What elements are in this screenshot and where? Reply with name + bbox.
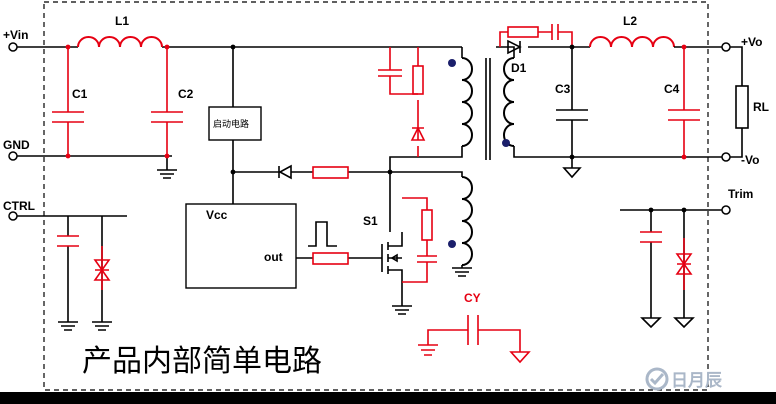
plus-vo-terminal bbox=[721, 42, 731, 52]
label-s1: S1 bbox=[363, 214, 378, 228]
transformer-core bbox=[485, 58, 491, 160]
startup-circuit-box bbox=[208, 106, 262, 141]
output-section bbox=[418, 24, 749, 364]
label-rl: RL bbox=[753, 100, 769, 114]
input-section bbox=[8, 36, 462, 331]
ground-symbol-cy bbox=[418, 344, 438, 356]
label-out: out bbox=[264, 250, 283, 264]
inductor-l1 bbox=[77, 36, 163, 48]
label-trim: Trim bbox=[728, 187, 753, 201]
polarity-dot-aux bbox=[448, 240, 456, 248]
capacitor-c4 bbox=[668, 109, 700, 121]
capacitor-cy bbox=[467, 315, 479, 345]
ground-arrow-output bbox=[562, 167, 582, 179]
controller-section bbox=[185, 47, 390, 289]
bottom-bar bbox=[0, 392, 776, 404]
transformer-aux-winding bbox=[461, 176, 473, 266]
label-c2: C2 bbox=[178, 87, 194, 101]
label-c1: C1 bbox=[72, 87, 88, 101]
trim-terminal bbox=[721, 205, 731, 215]
load-resistor-rl bbox=[735, 85, 749, 129]
snubber-diode bbox=[410, 126, 426, 141]
d1-snubber-capacitor bbox=[551, 24, 559, 40]
watermark-text: 日月辰 bbox=[671, 371, 723, 391]
vin-terminal bbox=[8, 42, 18, 52]
ground-arrow-trim-2 bbox=[673, 317, 695, 329]
capacitor-trim bbox=[640, 231, 662, 243]
ground-arrow-cy bbox=[509, 351, 531, 364]
label-vcc: Vcc bbox=[206, 208, 228, 222]
diode-aux bbox=[278, 164, 292, 180]
tvs-diode-ctrl bbox=[93, 246, 111, 290]
pwm-pulse-icon bbox=[308, 221, 337, 247]
resistor-aux bbox=[312, 166, 349, 179]
capacitor-c3 bbox=[556, 109, 588, 121]
label-c3: C3 bbox=[555, 82, 571, 96]
resistor-gate bbox=[312, 252, 349, 265]
label-c4: C4 bbox=[664, 82, 680, 96]
label-vin: +Vin bbox=[3, 28, 28, 42]
transformer-primary bbox=[461, 57, 473, 147]
watermark-logo: 日月辰 bbox=[645, 367, 723, 391]
inductor-l2 bbox=[589, 36, 675, 48]
label-ctrl: CTRL bbox=[3, 199, 35, 213]
product-boundary bbox=[43, 1, 709, 391]
capacitor-c2 bbox=[151, 111, 183, 123]
diode-d1 bbox=[507, 39, 522, 55]
polarity-dot-secondary bbox=[502, 139, 510, 147]
label-startup: 启动电路 bbox=[213, 118, 249, 130]
ctrl-terminal bbox=[8, 211, 18, 221]
mosfet-s1 bbox=[374, 232, 403, 298]
label-gnd: GND bbox=[3, 138, 30, 152]
capacitor-ctrl bbox=[57, 235, 79, 247]
label-l1: L1 bbox=[115, 14, 129, 28]
capacitor-c1 bbox=[52, 111, 84, 123]
gnd-terminal bbox=[8, 151, 18, 161]
snubber-resistor bbox=[412, 65, 424, 95]
tvs-diode-trim bbox=[675, 238, 693, 290]
label-cy: CY bbox=[464, 291, 481, 305]
transformer-secondary bbox=[503, 57, 515, 147]
label-minus-vo: -Vo bbox=[741, 153, 759, 167]
controller-ic-box bbox=[185, 203, 297, 289]
ground-symbol-input bbox=[157, 169, 177, 179]
caption: 产品内部简单电路 bbox=[82, 344, 322, 379]
ground-arrow-trim-1 bbox=[640, 317, 662, 329]
switch-snubber-resistor bbox=[421, 209, 433, 241]
junction-dots bbox=[65, 44, 687, 160]
watermark-icon bbox=[645, 367, 669, 391]
ground-symbol-ctrl-1 bbox=[58, 321, 78, 331]
label-d1: D1 bbox=[511, 61, 527, 75]
minus-vo-terminal bbox=[721, 152, 731, 162]
d1-snubber-resistor bbox=[507, 26, 539, 38]
black-junction-dots bbox=[230, 44, 687, 213]
label-plus-vo: +Vo bbox=[741, 35, 762, 49]
label-l2: L2 bbox=[623, 14, 637, 28]
ground-symbol-ctrl-2 bbox=[92, 321, 112, 331]
ground-symbol-aux bbox=[452, 267, 472, 277]
primary-section bbox=[374, 47, 491, 315]
polarity-dot-primary bbox=[448, 59, 456, 67]
ground-symbol-source bbox=[392, 305, 412, 315]
